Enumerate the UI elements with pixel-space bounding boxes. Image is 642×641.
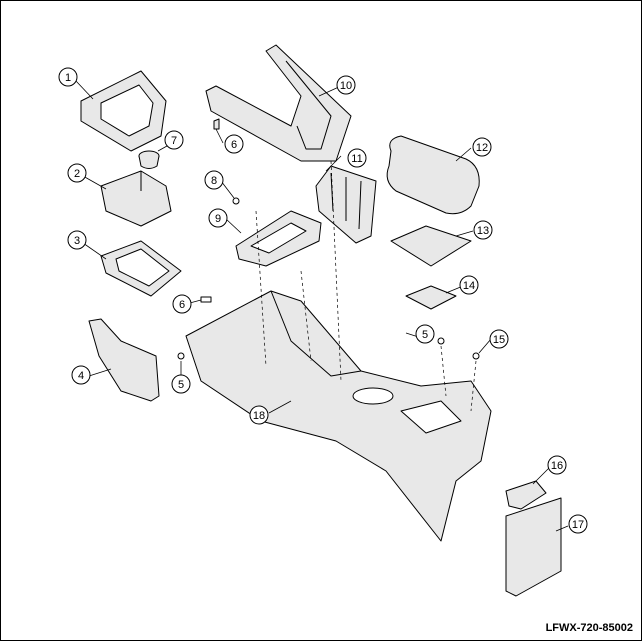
callout-circle-5 xyxy=(171,374,191,394)
callout-circle-9 xyxy=(208,208,228,228)
callout-label-8: 8 xyxy=(211,175,217,187)
callout-label-7: 7 xyxy=(171,135,177,147)
part-shift-panel-frame xyxy=(205,44,352,162)
part-tray xyxy=(405,285,457,310)
callout-circle-4 xyxy=(71,365,91,385)
callout-label-3: 3 xyxy=(74,235,80,247)
alignment-lines xyxy=(255,160,477,412)
callout-label-5: 5 xyxy=(178,379,184,391)
callout-label-15: 15 xyxy=(493,334,505,346)
callout-label-2: 2 xyxy=(74,168,80,180)
part-shift-bezel xyxy=(80,70,167,152)
callout-circle-11 xyxy=(347,148,367,168)
callout-circle-1 xyxy=(58,67,78,87)
part-screw-5 xyxy=(177,352,185,360)
part-console-mat xyxy=(390,225,472,267)
callout-circle-2 xyxy=(67,163,87,183)
part-bracket xyxy=(315,165,377,244)
part-shift-knob xyxy=(138,150,160,169)
callout-label-4: 4 xyxy=(78,370,84,382)
part-clip-6b xyxy=(213,118,220,130)
part-armrest-lid xyxy=(386,135,480,215)
callout-circle-6 xyxy=(172,294,192,314)
callout-circle-12 xyxy=(472,137,492,157)
callout-circle-6 xyxy=(224,134,244,154)
part-clip-6 xyxy=(200,296,212,303)
part-center-panel xyxy=(235,210,322,267)
callout-circle-15 xyxy=(489,329,509,349)
callout-circle-17 xyxy=(568,514,588,534)
callout-label-17: 17 xyxy=(572,519,584,531)
callout-label-10: 10 xyxy=(340,80,352,92)
part-shift-boot xyxy=(100,170,172,227)
part-clip-8 xyxy=(232,197,240,205)
callout-label-14: 14 xyxy=(463,280,475,292)
part-cup-holder xyxy=(505,480,547,510)
callout-label-6: 6 xyxy=(231,139,237,151)
callout-label-18: 18 xyxy=(253,410,265,422)
callout-circle-16 xyxy=(547,455,567,475)
callout-circle-14 xyxy=(459,275,479,295)
part-console-body xyxy=(185,290,492,542)
part-rear-panel xyxy=(505,497,562,597)
callout-label-9: 9 xyxy=(215,213,221,225)
callout-label-1: 1 xyxy=(65,72,71,84)
part-shift-frame xyxy=(100,240,182,297)
callout-label-6: 6 xyxy=(179,299,185,311)
callout-circle-3 xyxy=(67,230,87,250)
callout-label-16: 16 xyxy=(551,460,563,472)
callout-label-5: 5 xyxy=(422,329,428,341)
part-screw-5b xyxy=(437,337,445,345)
callout-label-11: 11 xyxy=(351,153,362,165)
callout-circle-10 xyxy=(336,75,356,95)
callout-label-13: 13 xyxy=(477,225,489,237)
callout-circle-8 xyxy=(204,170,224,190)
callout-circle-7 xyxy=(164,130,184,150)
callout-circle-13 xyxy=(473,220,493,240)
part-screw-15 xyxy=(472,352,480,360)
callout-circle-18 xyxy=(249,405,269,425)
diagram-code-label: LFWX-720-85002 xyxy=(545,622,633,634)
callout-circle-5 xyxy=(415,324,435,344)
part-side-panel-left xyxy=(88,318,160,402)
callout-label-12: 12 xyxy=(476,142,488,154)
